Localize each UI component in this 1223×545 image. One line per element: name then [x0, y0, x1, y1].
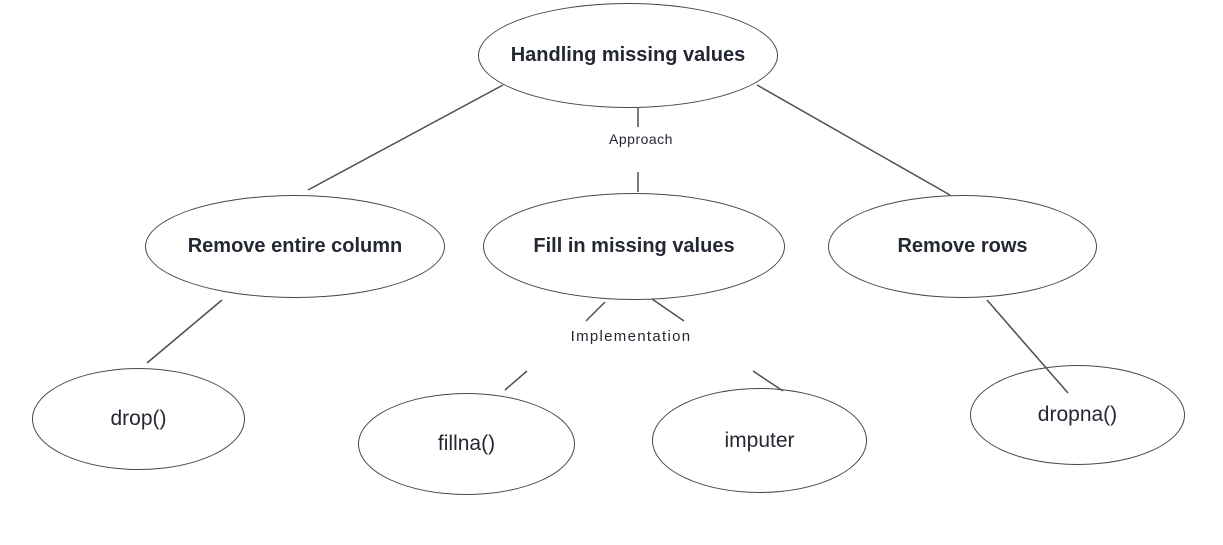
- edge-root-remove-rows: [756, 84, 951, 196]
- edge-label-approach: Approach: [609, 131, 673, 147]
- node-remove-rows: Remove rows: [828, 195, 1097, 298]
- node-imputer: imputer: [652, 388, 867, 493]
- node-label: drop(): [110, 407, 167, 430]
- node-fill-in-missing-values: Fill in missing values: [483, 193, 785, 300]
- node-dropna: dropna(): [970, 365, 1185, 465]
- node-label: Remove rows: [897, 235, 1028, 257]
- edge-fill-values-implementation-left: [585, 301, 606, 322]
- edge-label-implementation: Implementation: [570, 328, 692, 345]
- node-fillna: fillna(): [358, 393, 575, 495]
- node-label: imputer: [724, 428, 795, 452]
- node-label: fillna(): [437, 432, 496, 455]
- node-drop: drop(): [32, 368, 245, 470]
- edge-fill-values-implementation-right: [651, 298, 685, 322]
- edge-implementation-fillna: [504, 370, 528, 391]
- edge-implementation-imputer: [752, 370, 784, 392]
- node-label: Remove entire column: [187, 235, 403, 257]
- node-label: dropna(): [1037, 403, 1118, 426]
- edge-remove-column-drop: [146, 299, 223, 364]
- edge-root-remove-column: [307, 84, 504, 191]
- node-label: Handling missing values: [510, 44, 746, 66]
- node-label: Fill in missing values: [533, 235, 735, 257]
- node-remove-entire-column: Remove entire column: [145, 195, 445, 298]
- node-handling-missing-values: Handling missing values: [478, 3, 778, 108]
